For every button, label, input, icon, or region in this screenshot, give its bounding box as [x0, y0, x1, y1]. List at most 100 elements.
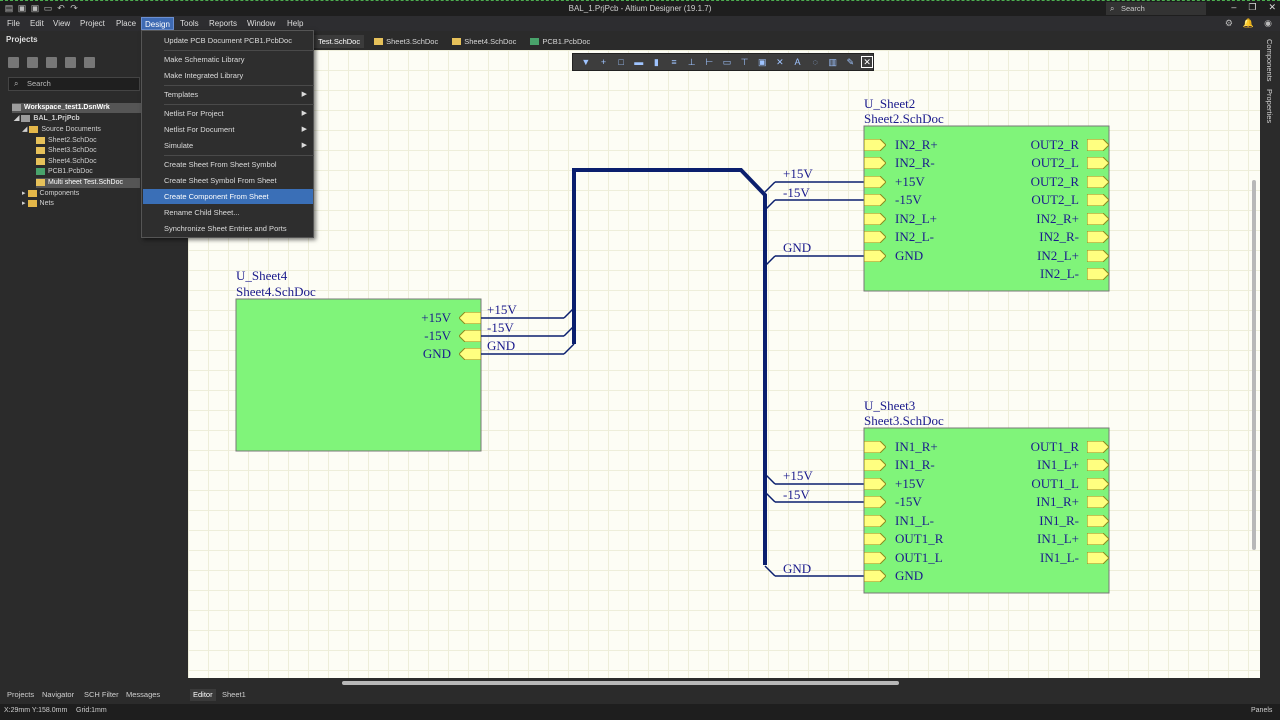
editor-tab-editor[interactable]: Editor [190, 689, 216, 701]
arc-icon[interactable]: ◌ [812, 57, 818, 67]
menu-edit[interactable]: Edit [30, 19, 44, 28]
save-all-icon[interactable]: ▣ [30, 3, 40, 13]
panel-tab-messages[interactable]: Messages [126, 690, 161, 699]
horizontal-scrollbar[interactable] [188, 679, 1250, 687]
folder-icon [29, 125, 39, 133]
menuitem-templates[interactable]: Templates▶ [143, 87, 313, 102]
menuitem-rename-child-sheet[interactable]: Rename Child Sheet... [164, 208, 240, 217]
tree-item-document[interactable]: Sheet4.SchDoc [36, 157, 97, 167]
panel-tab-sch-filter[interactable]: SCH Filter [84, 690, 119, 699]
app-menu-icon[interactable]: ▤ [4, 3, 14, 13]
menu-tools[interactable]: Tools [180, 19, 199, 28]
menu-window[interactable]: Window [247, 19, 276, 28]
schematic-canvas[interactable]: U_Sheet4 Sheet4.SchDoc +15V -15V GND +15… [188, 50, 1260, 678]
editor-tab-sheet1[interactable]: Sheet1 [222, 690, 246, 699]
port-icon[interactable]: ▭ [722, 57, 732, 67]
sheet-symbol-sheet3[interactable] [863, 427, 1110, 594]
menu-file[interactable]: File [7, 19, 20, 28]
bus-line[interactable] [572, 168, 767, 565]
submenu-arrow-icon: ▶ [301, 91, 307, 98]
tab-sheet3-schdoc[interactable]: Sheet3.SchDoc [370, 35, 442, 48]
filter-icon[interactable]: ▼ [581, 57, 591, 67]
tree-item-nets[interactable]: ▸Nets [22, 199, 54, 207]
sheet-symbol-sheet2[interactable] [863, 125, 1110, 292]
tree-item-project[interactable]: ◢BAL_1.PrjPcb [14, 114, 80, 122]
sheet-symbol-sheet4[interactable] [235, 298, 482, 452]
expand-icon[interactable]: ◢ [14, 115, 20, 122]
menuitem-make-integrated-library[interactable]: Make Integrated Library [164, 71, 244, 80]
tree-item-document[interactable]: Sheet3.SchDoc [36, 146, 97, 156]
menuitem-simulate[interactable]: Simulate▶ [143, 138, 313, 153]
save-project-icon[interactable] [8, 57, 19, 68]
tools-icon[interactable]: ✎ [846, 57, 855, 67]
tab-sheet4-schdoc[interactable]: Sheet4.SchDoc [448, 35, 520, 48]
tree-item-components[interactable]: ▸Components [22, 189, 80, 197]
menuitem-create-sheet-from-symbol[interactable]: Create Sheet From Sheet Symbol [164, 160, 277, 169]
align-icon[interactable]: ▮ [653, 57, 659, 67]
sheet-entry-label: OUT2_R [1031, 174, 1080, 189]
wire-icon[interactable]: ≡ [671, 57, 677, 67]
dock-tab-components[interactable]: Components [1265, 39, 1274, 82]
menuitem-create-component-from-sheet[interactable]: Create Component From Sheet [143, 189, 313, 204]
menu-project[interactable]: Project [80, 19, 105, 28]
panels-button[interactable]: Panels [1251, 707, 1273, 714]
projects-search-input[interactable]: ⌕ Search [8, 77, 140, 91]
open-document-icon[interactable] [65, 57, 76, 68]
scrollbar-thumb[interactable] [342, 681, 899, 685]
panel-tab-projects[interactable]: Projects [7, 690, 35, 699]
tab-pcb1-pcbdoc[interactable]: PCB1.PcbDoc [526, 35, 594, 48]
scrollbar-thumb[interactable] [1252, 180, 1256, 550]
tree-item-workspace[interactable]: Workspace_test1.DsnWrk [12, 103, 142, 113]
harness-icon[interactable]: ⊢ [705, 57, 714, 67]
tree-item-document[interactable]: PCB1.PcbDoc [36, 167, 93, 177]
global-search-input[interactable]: ⌕ Search [1106, 2, 1206, 15]
expand-icon[interactable]: ◢ [22, 126, 28, 133]
directive-icon[interactable]: ✕ [776, 57, 784, 67]
save-icon[interactable]: ▣ [17, 3, 27, 13]
collapse-icon[interactable]: ▸ [22, 190, 26, 197]
sheet-entry-icon[interactable]: ▣ [757, 57, 767, 67]
redo-icon[interactable]: ↷ [70, 3, 78, 13]
menu-view[interactable]: View [53, 19, 71, 28]
menuitem-update-pcb[interactable]: Update PCB Document PCB1.PcbDoc [164, 36, 292, 45]
submenu-arrow-icon: ▶ [301, 110, 307, 117]
tab-test-schdoc[interactable]: Test.SchDoc [314, 35, 365, 48]
open-icon[interactable]: ▭ [43, 3, 53, 13]
close-icon[interactable]: ✕ [1268, 2, 1276, 12]
menuitem-synchronize-sheet-entries[interactable]: Synchronize Sheet Entries and Ports [164, 224, 287, 233]
panel-tab-navigator[interactable]: Navigator [42, 690, 75, 699]
part-icon[interactable]: ▥ [828, 57, 838, 67]
vertical-scrollbar[interactable] [1250, 52, 1258, 676]
menu-reports[interactable]: Reports [209, 19, 238, 28]
move-icon[interactable]: ▬ [634, 57, 644, 67]
text-icon[interactable]: A [794, 57, 801, 67]
status-bar: X:29mm Y:158.0mm Grid:1mm Panels [0, 704, 1280, 720]
close-activebar-icon[interactable]: ✕ [861, 56, 873, 68]
undo-icon[interactable]: ↶ [57, 3, 65, 13]
tree-item-document[interactable]: Sheet2.SchDoc [36, 136, 97, 146]
menu-place[interactable]: Place [116, 19, 137, 28]
tree-item-document-selected[interactable]: Multi sheet Test.SchDoc [36, 178, 140, 188]
collapse-icon[interactable]: ▸ [22, 200, 26, 207]
project-settings-icon[interactable] [84, 57, 95, 68]
menuitem-netlist-for-document[interactable]: Netlist For Document▶ [143, 122, 313, 137]
crosshair-icon[interactable]: + [600, 57, 607, 67]
bus-icon[interactable]: ⊥ [687, 57, 696, 67]
select-icon[interactable]: □ [618, 57, 624, 67]
menuitem-netlist-for-project[interactable]: Netlist For Project▶ [143, 106, 313, 121]
open-project-icon[interactable] [46, 57, 57, 68]
user-icon[interactable]: ◉ [1264, 18, 1272, 28]
menuitem-create-symbol-from-sheet[interactable]: Create Sheet Symbol From Sheet [164, 176, 277, 185]
notifications-icon[interactable]: 🔔 [1242, 18, 1255, 28]
settings-icon[interactable]: ⚙ [1224, 18, 1233, 28]
minimize-icon[interactable]: – [1231, 2, 1237, 12]
menu-design[interactable]: Design [141, 17, 174, 30]
project-options-icon[interactable] [27, 57, 38, 68]
dock-tab-properties[interactable]: Properties [1265, 89, 1274, 124]
power-port-icon[interactable]: ⊤ [740, 57, 749, 67]
restore-icon[interactable]: ❐ [1248, 2, 1257, 12]
tree-item-source-documents[interactable]: ◢Source Documents [22, 125, 101, 133]
menuitem-make-schematic-library[interactable]: Make Schematic Library [164, 55, 245, 64]
sheet-entry-label: -15V [895, 192, 922, 207]
menu-help[interactable]: Help [287, 19, 304, 28]
